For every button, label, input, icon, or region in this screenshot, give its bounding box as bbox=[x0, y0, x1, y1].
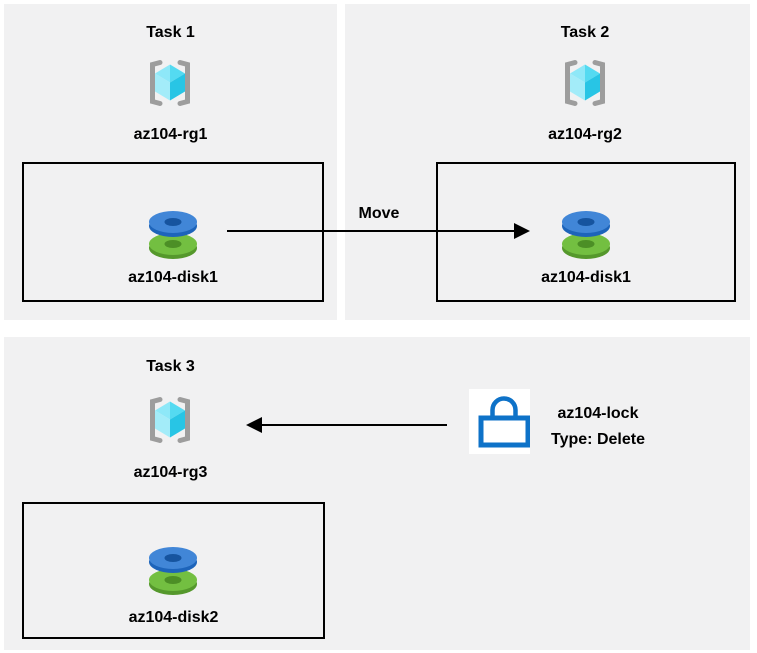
task1-resource-box: az104-disk1 bbox=[22, 162, 324, 302]
task3-disk-label: az104-disk2 bbox=[128, 609, 219, 626]
disk-icon bbox=[562, 211, 610, 259]
lock-arrow-line bbox=[260, 424, 447, 426]
task3-resource-group-label: az104-rg3 bbox=[133, 464, 208, 481]
task1-title: Task 1 bbox=[146, 24, 195, 41]
task1-panel: Task 1 az104-rg1 az104-disk1 bbox=[4, 4, 337, 320]
task2-disk-label: az104-disk1 bbox=[541, 269, 631, 286]
task2-resource-box: az104-disk1 bbox=[436, 162, 736, 302]
move-arrow-label: Move bbox=[358, 205, 400, 222]
resource-group-icon bbox=[150, 397, 190, 443]
disk-icon bbox=[149, 211, 197, 259]
lock-caption: az104-lock Type: Delete bbox=[498, 401, 698, 453]
lock-name: az104-lock bbox=[557, 405, 639, 422]
lock-type: Type: Delete bbox=[551, 431, 645, 448]
task3-resource-box: az104-disk2 bbox=[22, 502, 325, 639]
move-arrow-head-icon bbox=[514, 223, 530, 239]
lock-arrow-head-icon bbox=[246, 417, 262, 433]
task1-resource-group-label: az104-rg1 bbox=[133, 126, 208, 143]
task3-panel: Task 3 az104-rg3 az104-disk2 bbox=[4, 337, 750, 650]
task1-disk-label: az104-disk1 bbox=[128, 269, 218, 286]
task2-title: Task 2 bbox=[560, 24, 610, 41]
lock-tile bbox=[469, 389, 531, 454]
disk-icon bbox=[149, 547, 197, 595]
move-arrow-line bbox=[227, 230, 516, 232]
task2-resource-group-label: az104-rg2 bbox=[548, 126, 622, 143]
lock-icon bbox=[478, 396, 531, 448]
task2-panel: Task 2 az104-rg2 az104-disk1 bbox=[345, 4, 750, 320]
task3-title: Task 3 bbox=[146, 358, 195, 375]
resource-group-icon bbox=[150, 60, 190, 106]
resource-group-icon bbox=[565, 60, 605, 106]
